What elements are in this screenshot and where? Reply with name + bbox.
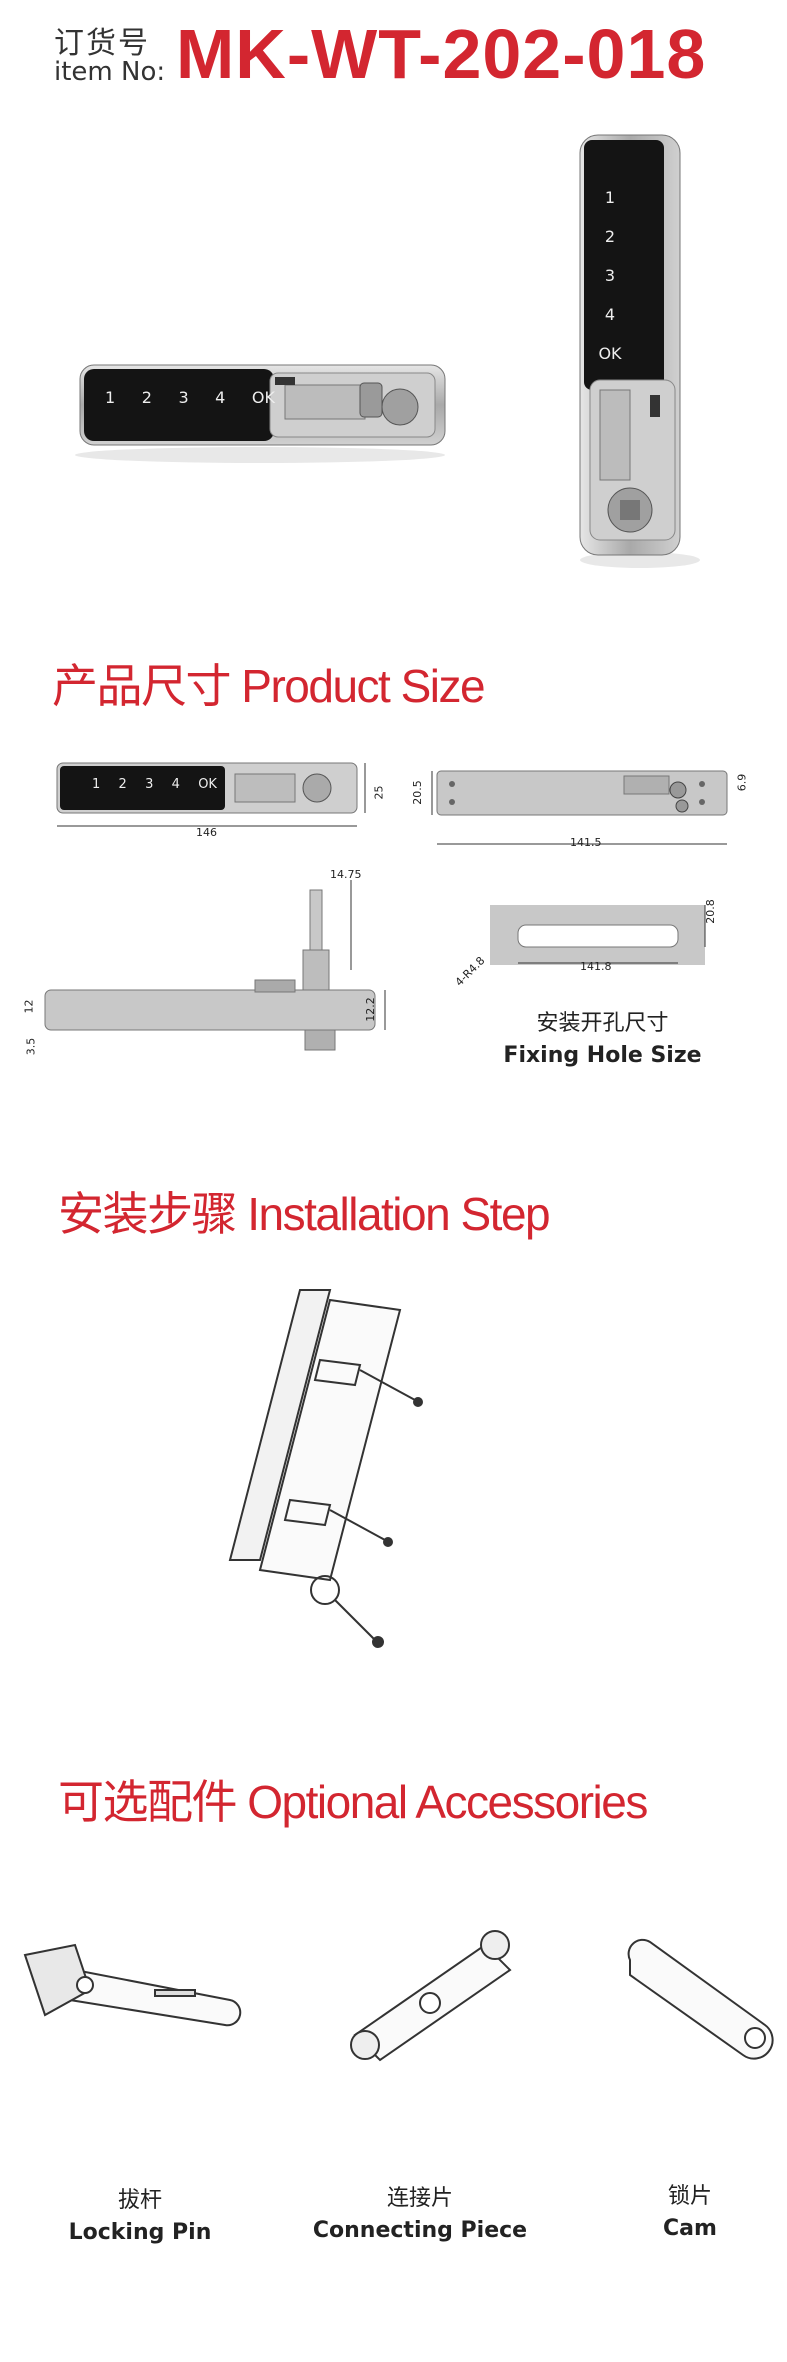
locking-pin-name-cn: 拔杆 — [117, 2188, 162, 2213]
item-label-cn: 订货号 — [54, 26, 150, 61]
section-title-product-size: 产品尺寸 Product Size — [52, 660, 486, 712]
dim-side-h1: 12 — [22, 999, 36, 1014]
accessory-connecting-piece: 连接片 Connecting Piece — [310, 2180, 530, 2243]
vkey-ok: OK — [598, 344, 622, 363]
vkey-2: 2 — [604, 227, 616, 246]
dim-side-h3: 3.5 — [24, 1037, 38, 1056]
fkey-ok: OK — [198, 777, 217, 792]
dim-front-height: 25 — [372, 785, 386, 800]
fkey-4: 4 — [171, 777, 180, 792]
key-2: 2 — [141, 388, 152, 407]
fkey-3: 3 — [145, 777, 154, 792]
fixing-hole-label-en: Fixing Hole Size — [503, 1043, 702, 1068]
dim-back-height: 20.5 — [410, 780, 424, 805]
side-view-drawing — [44, 880, 386, 1051]
key-4: 4 — [215, 388, 226, 407]
connecting-piece-name-cn: 连接片 — [386, 2186, 453, 2211]
back-view-drawing — [431, 770, 728, 845]
vkey-1: 1 — [604, 188, 616, 207]
cam-name-en: Cam — [663, 2216, 717, 2241]
dim-back-width: 141.5 — [570, 836, 602, 849]
connecting-piece-name-en: Connecting Piece — [312, 2218, 528, 2243]
key-ok: OK — [251, 388, 275, 407]
fixing-hole-drawing — [490, 905, 706, 965]
vkey-3: 3 — [604, 266, 616, 285]
fixing-hole-label-cn: 安装开孔尺寸 — [536, 1011, 669, 1036]
lock-horizontal-image — [75, 364, 446, 463]
connecting-piece-image — [350, 1930, 512, 2062]
item-label-en: item No: — [54, 57, 166, 87]
hero-keypad-keys: 1 2 3 4 OK — [105, 388, 275, 407]
cam-name-cn: 锁片 — [667, 2184, 712, 2209]
accessory-cam: 锁片 Cam — [630, 2178, 750, 2241]
fkey-1: 1 — [92, 777, 101, 792]
locking-pin-name-en: Locking Pin — [68, 2220, 212, 2245]
item-code: MK-WT-202-018 — [176, 15, 707, 93]
cam-image — [627, 1938, 774, 2060]
accessory-locking-pin: 拔杆 Locking Pin — [40, 2182, 240, 2245]
fixing-hole-caption: 安装开孔尺寸 Fixing Hole Size — [480, 1005, 725, 1068]
dim-hole-height: 20.8 — [703, 899, 717, 924]
front-keypad-keys: 1 2 3 4 OK — [92, 777, 217, 792]
section-title-accessories: 可选配件 Optional Accessories — [58, 1776, 648, 1828]
installation-diagram — [228, 1289, 423, 1648]
fkey-2: 2 — [118, 777, 127, 792]
dim-back-pin: 6.9 — [735, 773, 749, 792]
locking-pin-image — [23, 1943, 242, 2027]
dim-side-cam: 14.75 — [330, 868, 362, 881]
vertical-keypad-keys: 1 2 3 4 OK — [598, 178, 622, 373]
dim-side-h2: 12.2 — [363, 997, 377, 1022]
lock-vertical-image — [579, 134, 700, 568]
front-view-drawing — [56, 762, 366, 827]
vkey-4: 4 — [604, 305, 616, 324]
dim-hole-width: 141.8 — [580, 960, 612, 973]
key-3: 3 — [178, 388, 189, 407]
key-1: 1 — [105, 388, 116, 407]
dim-front-width: 146 — [196, 826, 217, 839]
section-title-installation: 安装步骤 Installation Step — [58, 1188, 551, 1240]
